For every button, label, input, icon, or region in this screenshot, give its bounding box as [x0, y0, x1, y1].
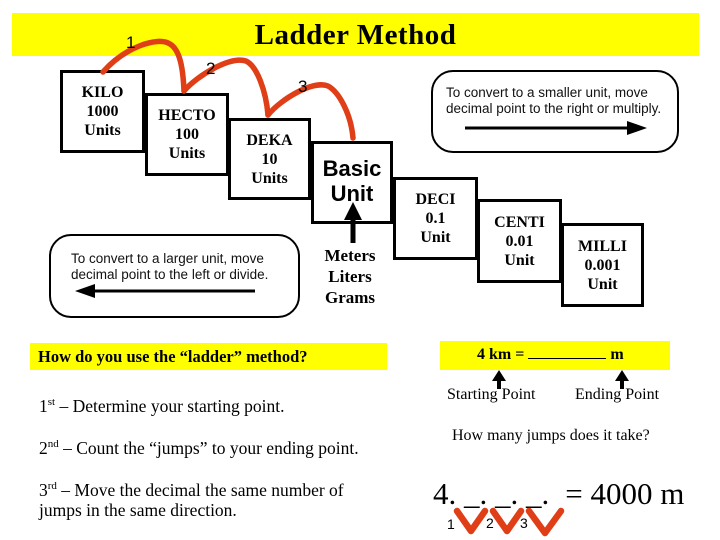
jumps-question: How many jumps does it take? [452, 427, 650, 444]
step-value: 0.01 [505, 232, 534, 250]
basic-unit-line2: Unit [330, 181, 374, 206]
ladder-step-hecto: HECTO 100 Units [145, 93, 229, 176]
ending-point-label: Ending Point [575, 386, 660, 403]
equation-prefix: 4 km = [477, 346, 525, 363]
ladder-step-deci: DECI 0.1 Unit [393, 177, 478, 260]
step-unit: Units [168, 145, 206, 162]
step-name: CENTI [494, 213, 545, 231]
method-step-1: 1st – Determine your starting point. [39, 392, 384, 417]
ladder-step-deka: DEKA 10 Units [228, 118, 311, 200]
method-step-3: 3rd – Move the decimal the same number o… [39, 476, 384, 522]
callout-text-line: decimal point to the right or multiply. [446, 101, 662, 116]
step-ordinal: 3 [39, 479, 48, 500]
jump-number-1: 1 [126, 33, 136, 52]
step-unit: Unit [504, 251, 535, 269]
title-bar: Ladder Method [12, 13, 699, 56]
step-text: – Move the decimal the same number of ju… [39, 479, 344, 521]
step-value: 100 [175, 126, 199, 143]
result-equation: 4. _. _. _. = 4000 m [433, 476, 684, 512]
step-unit: Unit [420, 229, 451, 246]
step-ordinal-suffix: st [47, 395, 56, 408]
ladder-step-milli: MILLI 0.001 Unit [561, 223, 644, 307]
step-name: KILO [81, 84, 124, 101]
jump-number-3: 3 [298, 77, 308, 96]
callout-text-line: decimal point to the left or divide. [71, 267, 269, 282]
page-title: Ladder Method [254, 19, 457, 51]
jump-mark-number-3: 3 [520, 515, 528, 531]
callout-smaller-unit: To convert to a smaller unit, move decim… [431, 70, 679, 153]
method-step-2: 2nd – Count the “jumps” to your ending p… [39, 434, 384, 459]
step-ordinal: 1 [39, 395, 48, 416]
base-unit-meters: Meters [324, 246, 376, 265]
jump-mark-icons [453, 507, 565, 537]
result-value: = 4000 m [565, 476, 685, 511]
step-name: DEKA [246, 131, 293, 149]
step-text: – Determine your starting point. [55, 395, 285, 416]
callout-text-line: To convert to a larger unit, move [71, 251, 264, 266]
jump-mark-number-2: 2 [486, 515, 494, 531]
jump-number-2: 2 [206, 59, 216, 78]
step-unit: Units [251, 169, 288, 187]
question-banner: How do you use the “ladder” method? [30, 343, 387, 370]
equation-blank [528, 343, 607, 359]
base-units-label: Meters Liters Grams [300, 245, 400, 308]
equation-suffix: m [610, 346, 624, 363]
base-unit-liters: Liters [328, 267, 372, 286]
step-name: MILLI [578, 237, 627, 255]
step-name: DECI [415, 191, 456, 208]
callout-larger-unit: To convert to a larger unit, move decima… [49, 234, 300, 318]
step-ordinal: 2 [39, 437, 48, 458]
step-text: – Count the “jumps” to your ending point… [58, 437, 359, 458]
step-unit: Unit [587, 275, 618, 293]
step-value: 0.001 [584, 256, 621, 274]
step-value: 0.1 [425, 210, 446, 227]
step-ordinal-suffix: nd [47, 437, 59, 450]
result-blanks: 4. _. _. _. [433, 476, 550, 511]
step-value: 1000 [86, 103, 119, 120]
starting-point-label: Starting Point [447, 386, 536, 403]
ladder-step-centi: CENTI 0.01 Unit [477, 199, 562, 283]
step-name: HECTO [158, 107, 216, 124]
step-unit: Units [84, 122, 121, 139]
ladder-step-basic-unit: Basic Unit [311, 141, 393, 224]
callout-text-line: To convert to a smaller unit, move [446, 85, 648, 100]
jump-mark-number-1: 1 [447, 516, 455, 532]
basic-unit-line1: Basic [322, 156, 382, 181]
example-equation-banner: 4 km = m [440, 341, 670, 370]
step-value: 10 [261, 150, 278, 168]
base-unit-grams: Grams [324, 288, 376, 307]
ladder-step-kilo: KILO 1000 Units [60, 70, 145, 153]
step-ordinal-suffix: rd [47, 479, 57, 492]
